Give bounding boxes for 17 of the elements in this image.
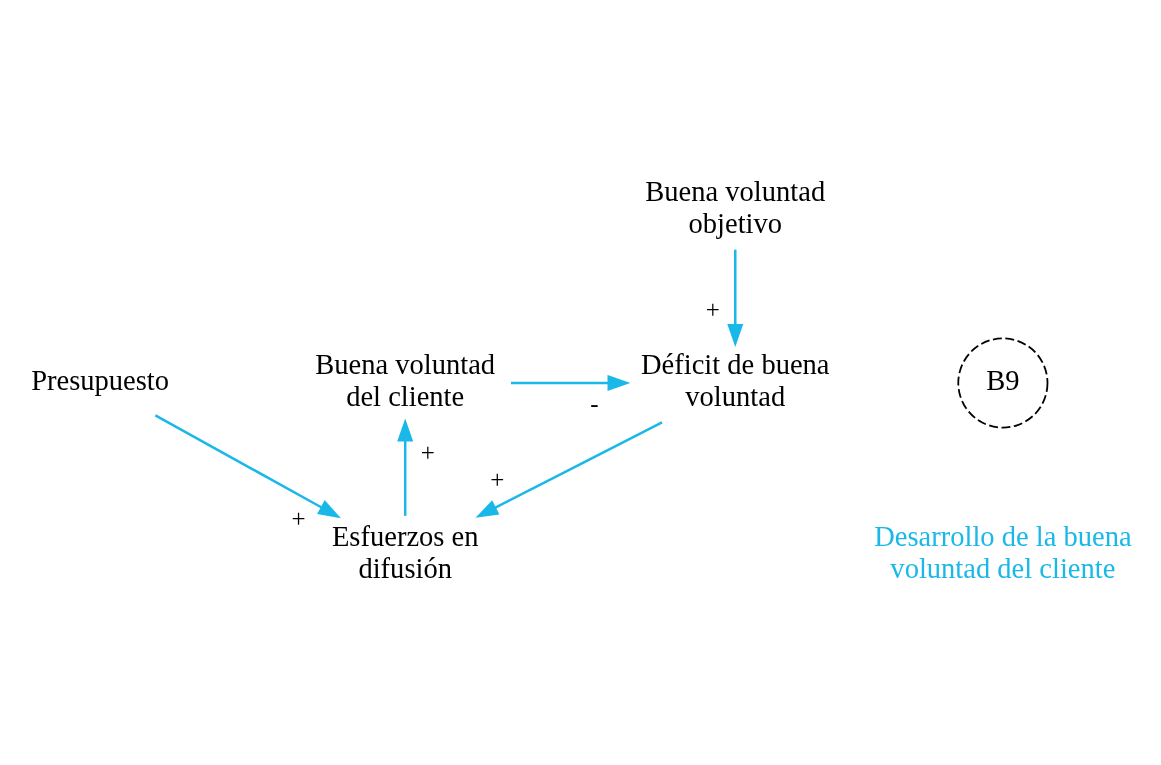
arrow xyxy=(154,413,341,518)
node-text: Esfuerzos en difusión xyxy=(331,520,479,584)
edge-label: + xyxy=(705,295,720,323)
edge-label: + xyxy=(420,438,435,466)
arrow xyxy=(727,249,744,347)
node-text: Buena voluntad del cliente xyxy=(315,348,496,412)
label: Desarrollo de la buena voluntad del cliente xyxy=(874,520,1132,584)
arrow xyxy=(475,420,663,518)
arrow xyxy=(510,374,631,391)
node-text: Buena voluntad objetivo xyxy=(645,175,826,239)
arrow xyxy=(397,418,414,516)
node-text: Déficit de buena voluntad xyxy=(641,348,830,412)
edge-label: + xyxy=(490,465,505,493)
node-text: Presupuesto xyxy=(31,364,170,396)
label: B9 xyxy=(986,364,1020,396)
edge-label: - xyxy=(590,389,599,417)
edge-label: + xyxy=(291,504,306,532)
